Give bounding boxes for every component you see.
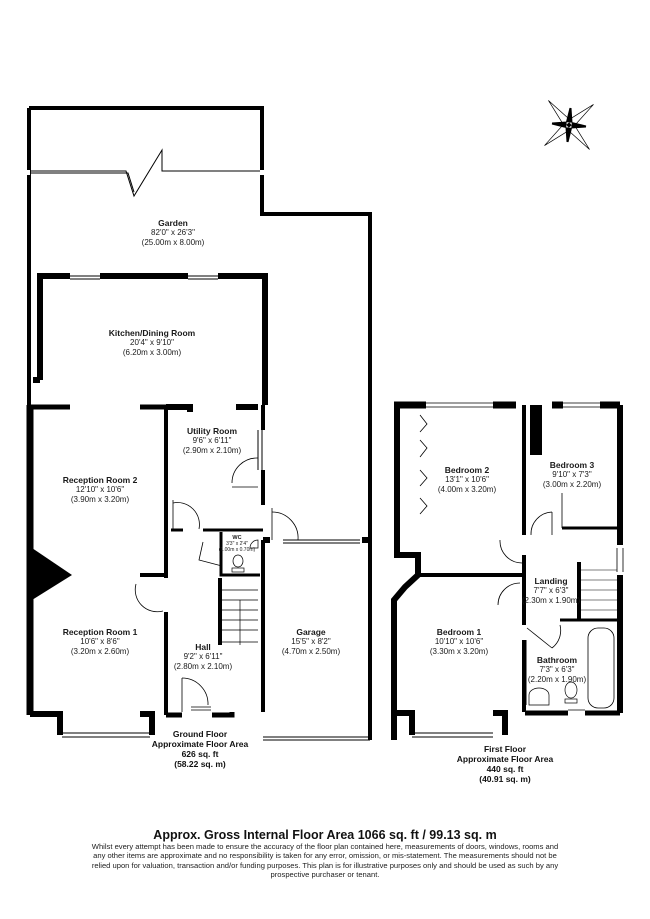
door-arc-bathroom <box>526 627 553 649</box>
floor-area-sqm: (58.22 sq. m) <box>174 759 226 769</box>
door-arc-bedroom3 <box>530 511 553 536</box>
room-imperial: 20'4" x 9'10" <box>130 338 174 347</box>
compass-rose-icon <box>544 100 594 150</box>
ground-floor-plan <box>26 106 372 741</box>
room-label-landing: Landing 7'7" x 6'3" (2.30m x 1.90m) <box>522 576 580 606</box>
room-imperial: 10'10" x 10'6" <box>434 637 484 646</box>
room-metric: (3.90m x 3.20m) <box>70 495 130 504</box>
room-label-garage: Garage 15'5" x 8'2" (4.70m x 2.50m) <box>282 627 340 657</box>
room-metric: (3.00m x 2.20m) <box>542 480 602 489</box>
room-label-utility: Utility Room 9'6" x 6'11" (2.90m x 2.10m… <box>183 426 241 456</box>
floor-title: First Floor <box>483 744 527 754</box>
room-imperial: 9'2" x 6'11" <box>183 652 223 661</box>
garden-outline <box>29 106 372 740</box>
floor-area-sqm: (40.91 sq. m) <box>479 774 531 784</box>
room-label-bathroom: Bathroom 7'3" x 6'3" (2.20m x 1.90m) <box>528 655 586 685</box>
room-imperial: 9'10" x 7'3" <box>552 470 592 479</box>
room-name: Bedroom 2 <box>444 465 490 475</box>
room-name: Utility Room <box>186 426 238 436</box>
room-label-bedroom-2: Bedroom 2 13'1" x 10'6" (4.00m x 3.20m) <box>438 465 496 495</box>
room-label-kitchen: Kitchen/Dining Room 20'4" x 9'10" (6.20m… <box>109 328 195 358</box>
door-arc-front <box>181 677 209 706</box>
room-name: WC <box>232 535 242 541</box>
room-name: Landing <box>534 576 568 586</box>
floor-area-sqft: 626 sq. ft <box>181 749 219 759</box>
floor-area-sqft: 440 sq. ft <box>486 764 524 774</box>
room-label-bedroom-1: Bedroom 1 10'10" x 10'6" (3.30m x 3.20m) <box>430 627 488 657</box>
room-metric: (3.20m x 2.60m) <box>70 647 130 656</box>
room-name: Garden <box>158 218 188 228</box>
floor-area-label: Approximate Floor Area <box>456 754 554 764</box>
room-imperial: 9'6" x 6'11" <box>192 436 232 445</box>
room-name: Kitchen/Dining Room <box>108 328 196 338</box>
room-metric: (2.80m x 2.10m) <box>173 662 233 671</box>
door-arc-garage <box>271 511 299 541</box>
room-label-reception-2: Reception Room 2 12'10" x 10'6" (3.90m x… <box>63 475 138 505</box>
room-metric: (6.20m x 3.00m) <box>122 348 182 357</box>
wardrobe-doors <box>419 414 428 515</box>
room-label-hall: Hall 9'2" x 6'11" (2.80m x 2.10m) <box>174 642 232 672</box>
door-arc-bedroom1 <box>497 582 521 606</box>
door-arc-reception1 <box>134 583 164 613</box>
room-name: Bedroom 3 <box>549 460 595 470</box>
room-metric: (4.00m x 3.20m) <box>437 485 497 494</box>
door-arc-utility <box>231 457 259 484</box>
room-imperial: 10'6" x 8'6" <box>80 637 120 646</box>
kitchen-walls <box>37 273 268 405</box>
room-imperial: 13'1" x 10'6" <box>445 475 489 484</box>
room-label-wc: WC 3'3" x 2'4" (1.00m x 0.70m) <box>219 535 255 553</box>
room-imperial: 12'10" x 10'6" <box>75 485 125 494</box>
room-metric: (4.70m x 2.50m) <box>281 647 341 656</box>
room-imperial: 82'0" x 26'3" <box>151 228 195 237</box>
footer: Approx. Gross Internal Floor Area 1066 s… <box>90 828 560 879</box>
chimney-breast <box>32 548 72 600</box>
room-metric: (2.30m x 1.90m) <box>521 596 581 605</box>
room-imperial: 7'3" x 6'3" <box>539 665 575 674</box>
room-imperial: 3'3" x 2'4" <box>226 541 248 547</box>
room-metric: (2.90m x 2.10m) <box>182 446 242 455</box>
room-name: Garage <box>296 627 326 637</box>
room-name: Reception Room 1 <box>62 627 138 637</box>
floor-title: Ground Floor <box>172 729 228 739</box>
floor-area-label: Approximate Floor Area <box>151 739 249 749</box>
ground-floor-area: Ground Floor Approximate Floor Area 626 … <box>152 729 249 769</box>
disclaimer-text: Whilst every attempt has been made to en… <box>91 842 559 879</box>
room-name: Bedroom 1 <box>436 627 482 637</box>
room-label-garden: Garden 82'0" x 26'3" (25.00m x 8.00m) <box>142 218 205 248</box>
gross-area-title: Approx. Gross Internal Floor Area 1066 s… <box>153 828 497 842</box>
room-name: Bathroom <box>536 655 578 665</box>
room-metric: (25.00m x 8.00m) <box>141 238 205 247</box>
room-imperial: 15'5" x 8'2" <box>291 637 331 646</box>
room-name: Reception Room 2 <box>62 475 138 485</box>
first-floor-plan <box>391 401 624 740</box>
toilet-icon <box>564 681 578 699</box>
room-metric: (3.30m x 3.20m) <box>429 647 489 656</box>
bathtub-icon <box>587 627 615 709</box>
door-arc-wc <box>198 541 223 567</box>
garden-break-line <box>27 148 262 198</box>
room-metric: (2.20m x 1.90m) <box>527 675 587 684</box>
first-floor-area: First Floor Approximate Floor Area 440 s… <box>457 744 554 784</box>
door-arc-bedroom2 <box>499 539 523 564</box>
room-imperial: 7'7" x 6'3" <box>533 586 569 595</box>
room-label-bedroom-3: Bedroom 3 9'10" x 7'3" (3.00m x 2.20m) <box>543 460 601 490</box>
room-label-reception-1: Reception Room 1 10'6" x 8'6" (3.20m x 2… <box>63 627 138 657</box>
wc-toilet-icon <box>232 554 244 568</box>
room-metric: (1.00m x 0.70m) <box>218 547 256 553</box>
door-arc-hall <box>172 502 200 530</box>
room-name: Hall <box>195 642 211 652</box>
basin-icon <box>528 687 550 706</box>
